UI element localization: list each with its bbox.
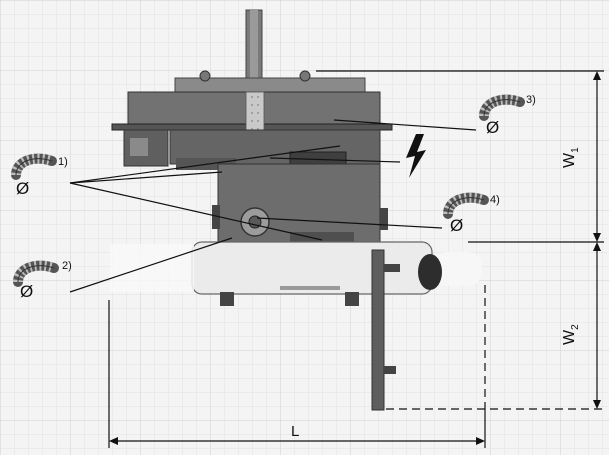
dimension-arrowheads: [109, 71, 601, 445]
dim-label-W2: W2: [561, 324, 581, 345]
hose-diameter-symbol-1: Ø: [16, 179, 29, 198]
dim-label-L: L: [291, 423, 299, 440]
dimension-lines: [108, 70, 604, 448]
svg-text:W1: W1: [561, 147, 581, 168]
hose-diameter-symbol-4: Ø: [450, 216, 463, 235]
hose-callout-2: 2): [62, 260, 72, 272]
hose-callout-3: 3): [526, 94, 536, 106]
hose-diameter-symbol-2: Ø: [20, 282, 33, 301]
lightning-bolt-icon: [406, 134, 426, 178]
hose-callout-1: 1): [58, 156, 68, 168]
svg-text:W2: W2: [561, 324, 581, 345]
hose-callout-4: 4): [490, 194, 500, 206]
dim-label-W1: W1: [561, 147, 581, 168]
hose-diameter-symbol-3: Ø: [486, 118, 499, 137]
leader-lines: [69, 119, 477, 293]
